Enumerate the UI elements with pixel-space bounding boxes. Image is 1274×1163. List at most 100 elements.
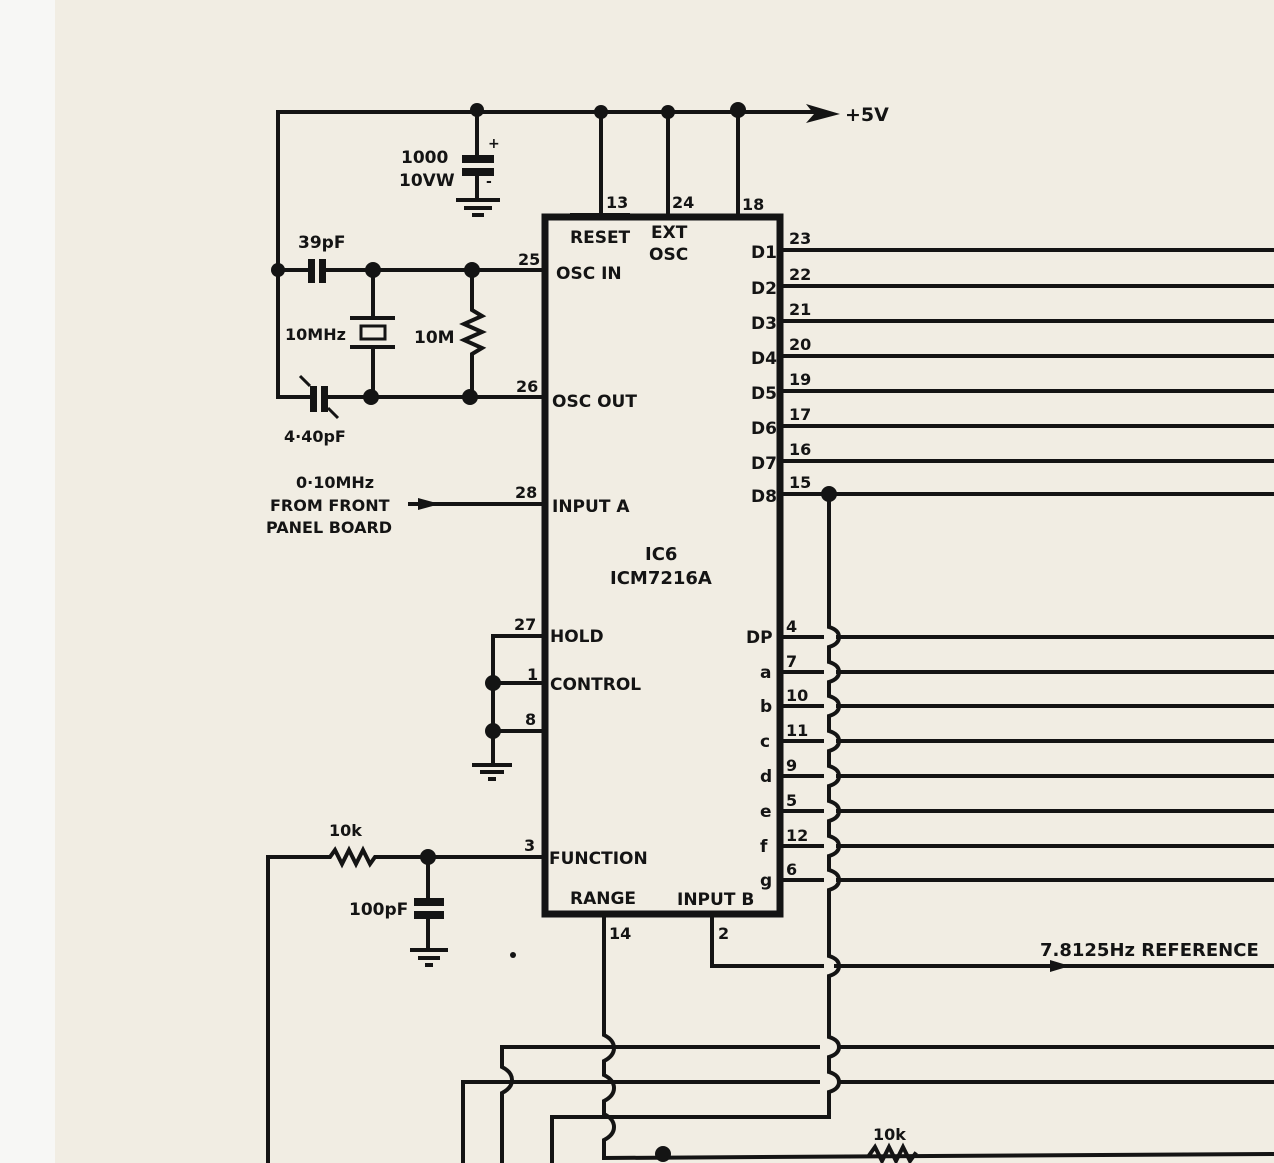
capacitor-39pf-icon: [308, 259, 315, 283]
pin-2-number: 2: [718, 924, 729, 943]
segment-label: DP: [746, 628, 773, 648]
bottom-bus-network: 10k: [461, 914, 1274, 1163]
pin-number: 20: [789, 335, 811, 354]
ground-icon: [472, 763, 512, 781]
function-label: FUNCTION: [549, 849, 648, 869]
pin-number: 16: [789, 440, 811, 459]
digit-label: D8: [751, 487, 777, 507]
input-arrow-icon: [418, 498, 440, 510]
pin-number: 4: [786, 617, 797, 636]
capacitor-value: 1000: [401, 148, 448, 168]
segment-label: c: [760, 732, 770, 752]
reference-label: 7.8125Hz REFERENCE: [1040, 940, 1259, 961]
trimmer-label: 4·40pF: [284, 427, 346, 446]
pin-27-number: 27: [514, 615, 536, 634]
osc-out-label: OSC OUT: [552, 392, 637, 412]
resistor-10k-icon: [867, 1142, 918, 1163]
pin-number: 23: [789, 229, 811, 248]
input-a-source-2: PANEL BOARD: [266, 518, 392, 537]
ground-icon: [456, 198, 500, 217]
pin-number: 7: [786, 652, 797, 671]
digit-label: D4: [751, 349, 777, 369]
resistor-10m-icon: [459, 268, 487, 399]
reference-signal: 7.8125Hz REFERENCE: [710, 914, 1274, 972]
ic-supply-wires: [599, 110, 740, 217]
pin-26-number: 26: [516, 377, 538, 396]
pin-25-number: 25: [518, 250, 540, 269]
segment-label: g: [760, 871, 772, 891]
plus-label: +: [488, 136, 500, 152]
reference-arrow-icon: [1050, 960, 1070, 972]
pin-24-number: 24: [672, 193, 694, 212]
supply-rail: +5V: [276, 102, 889, 397]
osc-in-label: OSC IN: [556, 264, 622, 284]
c39-label: 39pF: [298, 233, 345, 253]
osc-label: OSC: [649, 245, 688, 265]
ic6-body: [541, 213, 784, 918]
pin-number: 22: [789, 265, 811, 284]
oscillator-network: 39pF 10MHz 10M 4·40pF: [271, 233, 547, 446]
segment-label: d: [760, 767, 772, 787]
pin-18-number: 18: [742, 195, 764, 214]
capacitor-100pf-icon: [414, 898, 444, 906]
r10m-label: 10M: [414, 328, 455, 348]
digit-label: D3: [751, 314, 777, 334]
pin-14-number: 14: [609, 924, 631, 943]
reset-label: RESET: [570, 228, 631, 248]
input-a-source-1: FROM FRONT: [270, 496, 390, 515]
hold-label: HOLD: [550, 627, 604, 647]
segment-label: f: [760, 837, 768, 857]
pin-28-number: 28: [515, 483, 537, 502]
r10k-bottom-label: 10k: [873, 1125, 906, 1144]
control-ground-network: [472, 634, 547, 781]
pin-number: 19: [789, 370, 811, 389]
pin-number: 15: [789, 473, 811, 492]
digit-label: D5: [751, 384, 777, 404]
digit-label: D1: [751, 243, 777, 263]
control-label: CONTROL: [550, 675, 641, 695]
c100pf-label: 100pF: [349, 900, 408, 920]
pin-number: 12: [786, 826, 808, 845]
input-a-signal: 0·10MHz FROM FRONT PANEL BOARD: [266, 473, 547, 537]
crystal-label: 10MHz: [285, 325, 346, 344]
d8-bus-wire: [827, 492, 842, 1119]
scanner-margin: [0, 0, 55, 1163]
range-label: RANGE: [570, 889, 636, 909]
pin-number: 5: [786, 791, 797, 810]
trimmer-capacitor-icon: [310, 386, 317, 412]
input-b-label: INPUT B: [677, 890, 754, 910]
input-a-label: INPUT A: [552, 497, 630, 517]
pin-1-number: 1: [527, 665, 538, 684]
segment-label: b: [760, 697, 772, 717]
function-network: 10k 100pF: [266, 821, 547, 1163]
pin-number: 11: [786, 721, 808, 740]
minus-label: -: [486, 174, 492, 190]
input-a-freq: 0·10MHz: [296, 473, 374, 492]
pin-8-number: 8: [525, 710, 536, 729]
pin-number: 10: [786, 686, 808, 705]
r10k-label: 10k: [329, 821, 362, 840]
digit-label: D2: [751, 279, 777, 299]
capacitor-rating: 10VW: [399, 171, 455, 191]
supply-capacitor: + - 1000 10VW: [399, 110, 500, 217]
pin-13-number: 13: [606, 193, 628, 212]
rail-arrow-icon: [806, 104, 840, 123]
digit-label: D7: [751, 454, 777, 474]
digit-label: D6: [751, 419, 777, 439]
pin-number: 17: [789, 405, 811, 424]
segment-label: e: [760, 802, 772, 822]
ic-ref-label: IC6: [645, 544, 677, 565]
ic-part-label: ICM7216A: [610, 568, 712, 589]
pin-3-number: 3: [524, 836, 535, 855]
pin-number: 21: [789, 300, 811, 319]
segment-label: a: [760, 663, 771, 683]
supply-label: +5V: [845, 104, 889, 126]
crystal-icon: [359, 324, 387, 341]
pin-number: 9: [786, 756, 797, 775]
ground-icon: [410, 948, 448, 967]
pin-number: 6: [786, 860, 797, 879]
ext-label: EXT: [651, 223, 688, 243]
